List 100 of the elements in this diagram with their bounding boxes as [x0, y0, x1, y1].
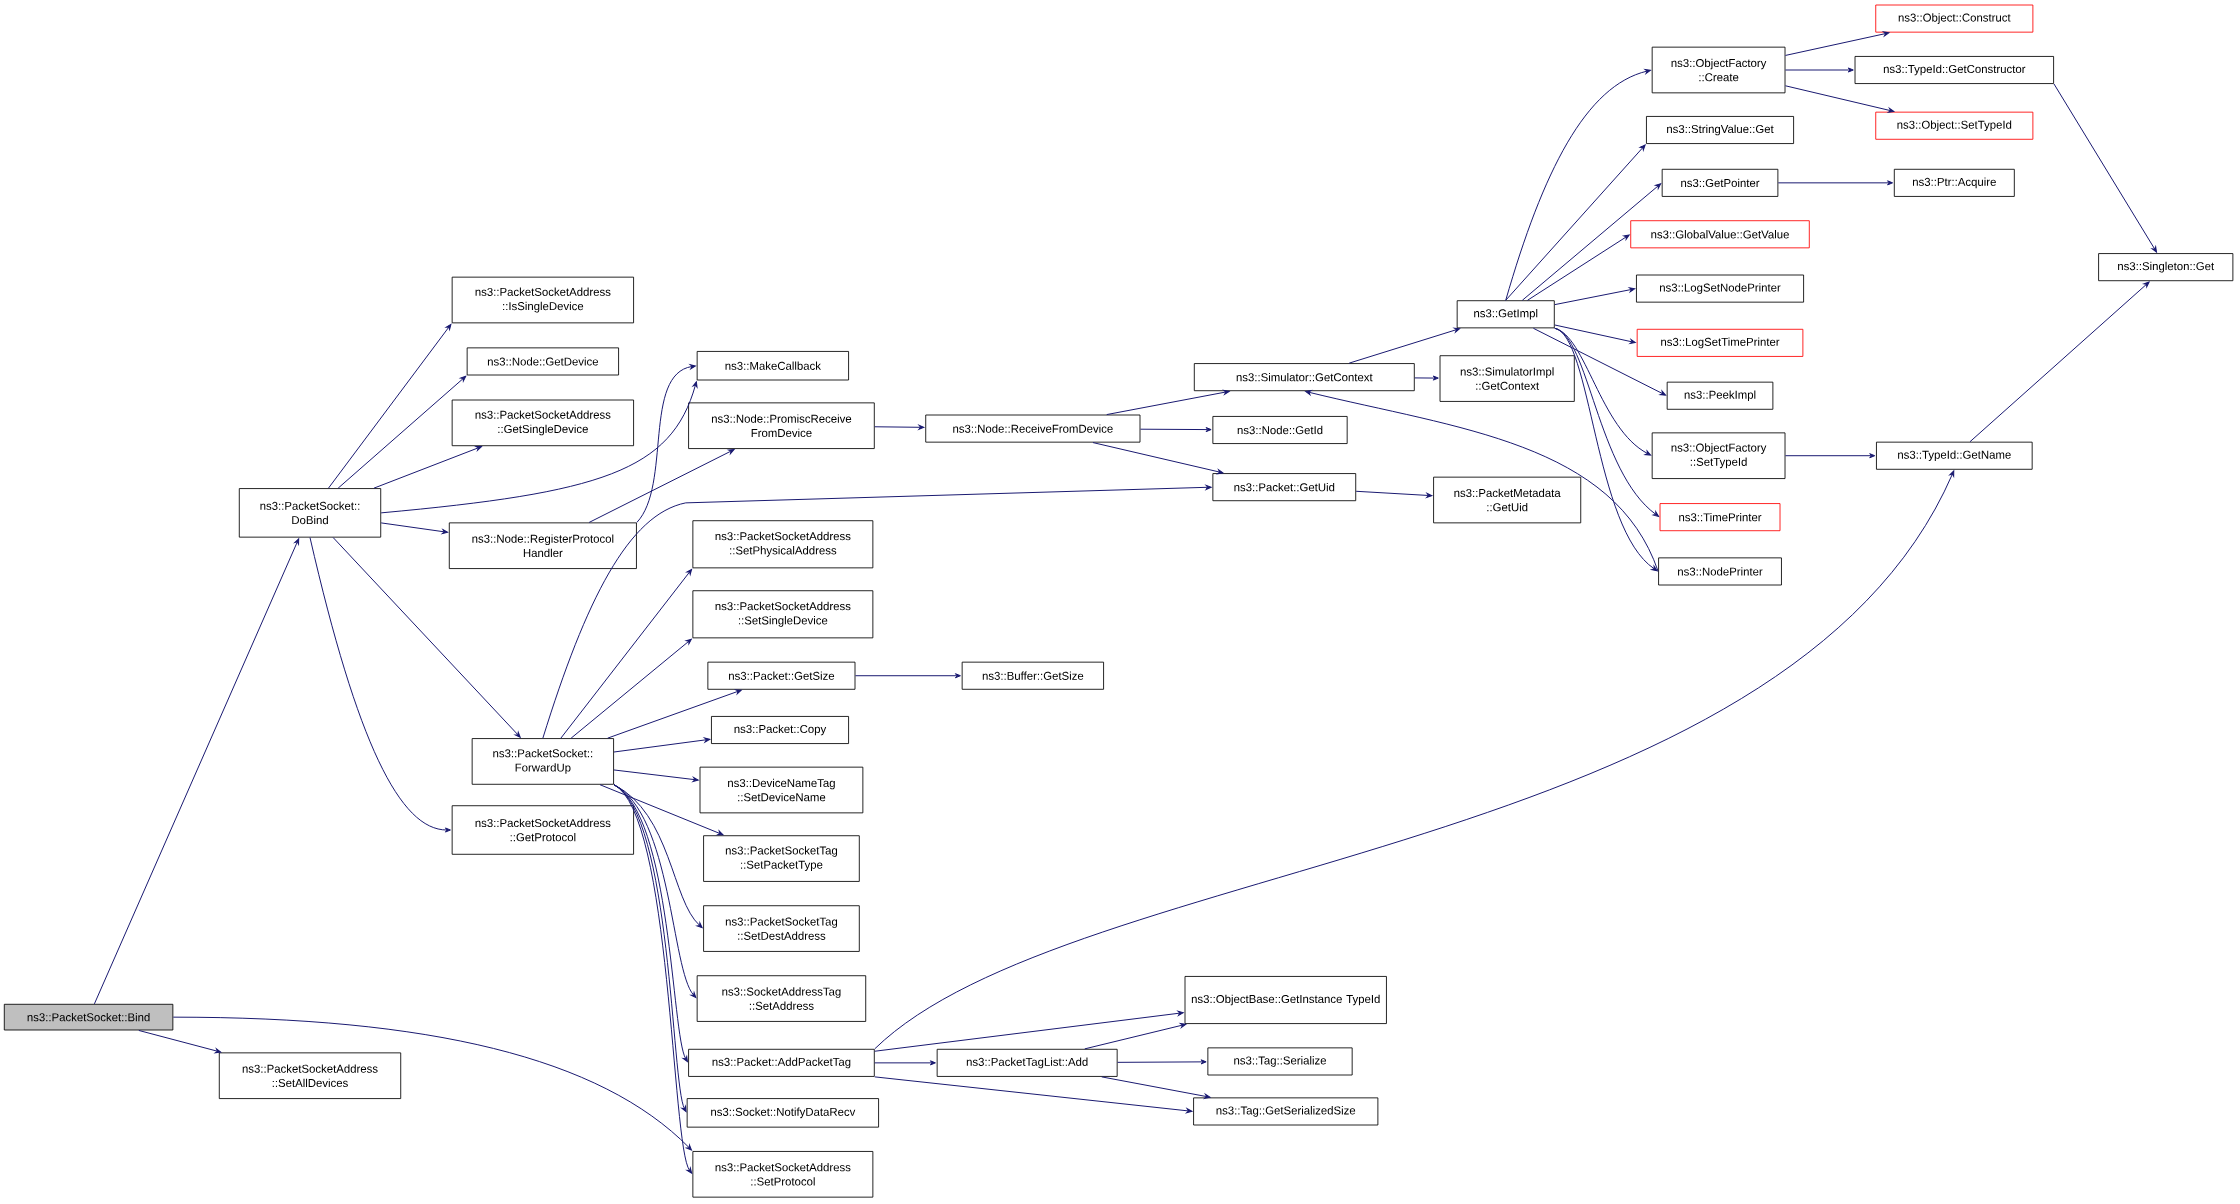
function-box: ns3::Object::Construct — [1875, 4, 2034, 33]
function-box: ns3::Object::SetTypeId — [1875, 111, 2034, 140]
arrow — [613, 769, 699, 782]
function-box: ns3::NodePrinter — [1658, 557, 1782, 586]
function-box: ns3::TypeId::GetName — [1876, 441, 2033, 470]
function-box: ns3::PacketSocketAddress ::SetProtocol — [692, 1150, 874, 1198]
arrow — [874, 470, 1955, 1050]
arrow — [1101, 1076, 1211, 1099]
function-box: ns3::PacketSocketAddress ::SetAllDevices — [218, 1052, 402, 1099]
function-box: ns3::PacketSocket:: DoBind — [238, 488, 382, 538]
function-box: ns3::PacketSocketTag ::SetDestAddress — [703, 905, 860, 952]
arrow — [636, 364, 696, 523]
function-box: ns3::MakeCallback — [696, 350, 849, 381]
arrow — [570, 638, 692, 739]
function-box: ns3::Packet::Copy — [711, 715, 849, 744]
function-box: ns3::Packet::AddPacketTag — [688, 1048, 875, 1077]
arrow — [874, 1060, 936, 1066]
arrow — [542, 484, 1212, 739]
function-box: ns3::Packet::GetUid — [1212, 473, 1357, 501]
function-box: ns3::PacketSocketAddress ::SetSingleDevice — [692, 590, 874, 639]
arrow — [1969, 281, 2150, 443]
arrow — [1777, 180, 1894, 186]
function-box: ns3::PacketMetadata ::GetUid — [1433, 476, 1582, 524]
function-box: ns3::Node::RegisterProtocol Handler — [448, 522, 637, 569]
function-box: ns3::Singleton::Get — [2098, 253, 2234, 281]
arrow — [138, 1029, 222, 1054]
function-box: ns3::Node::ReceiveFromDevice — [925, 414, 1141, 443]
arrow — [1532, 327, 1667, 396]
function-box: ns3::Node::GetId — [1212, 415, 1348, 444]
function-box: ns3::SimulatorImpl ::GetContext — [1439, 355, 1575, 402]
start-function-box: ns3::PacketSocket::Bind — [3, 1003, 174, 1031]
function-box: ns3::PacketSocketAddress ::GetProtocol — [451, 805, 634, 855]
arrow — [874, 424, 925, 430]
arrow — [613, 737, 711, 753]
arrow — [607, 689, 742, 739]
function-box: ns3::PacketSocketAddress ::IsSingleDevice — [451, 276, 634, 324]
function-box: ns3::Packet::GetSize — [707, 661, 856, 690]
arrow — [1554, 327, 1658, 572]
arrow — [874, 1010, 1184, 1052]
arrow — [1554, 287, 1636, 305]
arrow — [380, 522, 449, 534]
arrow — [2053, 83, 2157, 253]
arrow — [613, 784, 687, 1113]
arrow — [1527, 234, 1630, 301]
arrow — [1521, 183, 1662, 301]
arrow — [380, 381, 698, 514]
function-box: ns3::StringValue::Get — [1646, 115, 1795, 144]
arrow — [1117, 1059, 1207, 1065]
function-box: ns3::LogSetNodePrinter — [1636, 274, 1805, 303]
function-box: ns3::PacketSocketAddress ::GetSingleDevice — [451, 399, 634, 446]
arrow — [560, 568, 693, 739]
function-box: ns3::Node::PromiscReceive FromDevice — [688, 402, 875, 449]
function-box: ns3::GlobalValue::GetValue — [1630, 220, 1810, 249]
arrow — [1355, 490, 1433, 498]
arrow — [1348, 327, 1461, 364]
function-box: ns3::Ptr::Acquire — [1893, 168, 2015, 197]
arrow — [172, 1016, 692, 1151]
function-box: ns3::ObjectBase::GetInstance TypeId — [1184, 975, 1387, 1024]
arrow — [1414, 375, 1439, 381]
arrow — [337, 375, 467, 489]
function-box: ns3::PacketSocketAddress ::SetPhysicalAddress — [692, 520, 874, 569]
arrow — [373, 445, 482, 489]
function-box: ns3::TimePrinter — [1659, 503, 1781, 531]
function-box: ns3::PeekImpl — [1666, 381, 1774, 410]
function-box: ns3::Socket::NotifyDataRecv — [686, 1098, 879, 1128]
arrow — [93, 538, 300, 1005]
function-box: ns3::PacketTagList::Add — [936, 1048, 1118, 1077]
function-box: ns3::SocketAddressTag ::SetAddress — [696, 975, 867, 1022]
arrow — [1784, 453, 1876, 459]
function-box: ns3::DeviceNameTag ::SetDeviceName — [699, 766, 864, 814]
arrow — [1139, 426, 1212, 432]
arrow — [874, 1076, 1193, 1114]
arrow — [332, 536, 521, 738]
function-box: ns3::Tag::GetSerializedSize — [1193, 1097, 1379, 1126]
arrow — [1554, 327, 1660, 517]
function-box: ns3::Tag::Serialize — [1207, 1047, 1353, 1076]
function-box: ns3::TypeId::GetConstructor — [1854, 55, 2055, 84]
function-box: ns3::Node::GetDevice — [466, 347, 619, 376]
arrow — [1505, 68, 1651, 301]
arrow — [854, 673, 961, 679]
function-box: ns3::GetPointer — [1661, 168, 1779, 197]
arrow — [1784, 85, 1895, 113]
arrow — [328, 323, 452, 489]
function-box: ns3::ObjectFactory ::SetTypeId — [1651, 432, 1786, 479]
function-box: ns3::GetImpl — [1456, 300, 1555, 329]
arrow — [1084, 1022, 1187, 1050]
function-box: ns3::PacketSocket:: ForwardUp — [471, 738, 614, 785]
arrow — [1554, 324, 1636, 344]
arrow — [309, 536, 451, 833]
function-box: ns3::PacketSocketTag ::SetPacketType — [703, 835, 860, 882]
arrow — [1505, 144, 1646, 301]
function-box: ns3::Buffer::GetSize — [961, 661, 1104, 690]
arrow — [588, 448, 735, 523]
arrow — [1305, 390, 1659, 572]
arrow — [1106, 389, 1230, 415]
function-box: ns3::Simulator::GetContext — [1193, 363, 1415, 391]
arrow — [1784, 31, 1890, 56]
arrow — [1784, 67, 1854, 73]
function-box: ns3::LogSetTimePrinter — [1636, 328, 1804, 357]
arrow — [613, 784, 693, 1174]
